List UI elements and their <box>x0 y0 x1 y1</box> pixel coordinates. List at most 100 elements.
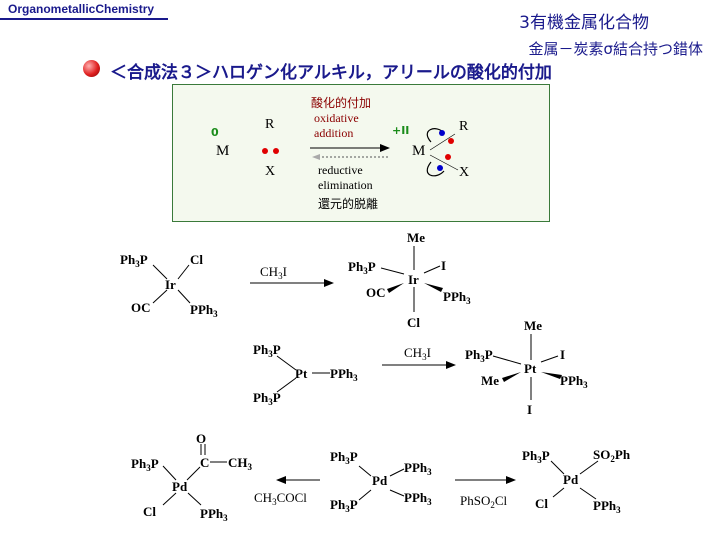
metal-ir: Ir <box>408 272 419 287</box>
bond <box>492 355 522 365</box>
ligand-ph3p: Ph3P <box>253 342 281 359</box>
reductive-elimination-jp: 還元的脱離 <box>318 197 379 211</box>
bond <box>186 466 201 481</box>
wedge-bond <box>424 283 443 292</box>
ligand-ph3p: Ph3P <box>330 449 358 466</box>
oxidation-state-plus2: +II <box>392 124 410 137</box>
oxidative-label: oxidative <box>314 111 359 125</box>
oxidative-addition-jp: 酸化的付加 <box>311 96 372 110</box>
bond <box>540 355 559 363</box>
bond <box>276 355 297 371</box>
reagent-ch3cocl: CH3COCl <box>254 490 307 507</box>
ligand-cl: Cl <box>143 504 156 519</box>
oxidation-state-zero: 0 <box>211 126 219 139</box>
ligand-pph3: PPh3 <box>560 373 588 390</box>
ligand-ph3p: Ph3P <box>465 347 493 364</box>
metal-label-right: M <box>412 143 426 159</box>
ligand-ph3p: Ph3P <box>120 252 148 269</box>
bond <box>389 489 405 497</box>
elimination-label: elimination <box>318 178 373 192</box>
header-text: OrganometallicChemistry <box>8 2 155 16</box>
electron-dot-left-2 <box>273 148 279 154</box>
reverse-arrow-head <box>312 154 320 160</box>
bond <box>423 265 441 274</box>
bond-m-r <box>429 133 456 151</box>
ligand-ph3p: Ph3P <box>348 259 376 276</box>
ligand-oc: OC <box>366 285 386 300</box>
addition-label: addition <box>314 126 354 140</box>
atom-c: C <box>200 455 210 470</box>
arrow-head <box>506 476 516 484</box>
metal-pd: Pd <box>372 473 388 488</box>
ligand-pph3: PPh3 <box>200 506 228 523</box>
ligand-cl: Cl <box>407 315 420 330</box>
metal-label: M <box>216 143 230 159</box>
r-label: R <box>265 117 275 132</box>
ligand-me: Me <box>407 230 426 245</box>
reagent-ch3i: CH3I <box>260 264 287 281</box>
r-label-right: R <box>459 119 469 134</box>
arrow-head <box>446 361 456 369</box>
group-ch3: CH3 <box>228 455 253 472</box>
ligand-pph3: PPh3 <box>404 490 432 507</box>
slide-title: 3有機金属化合物 <box>519 13 649 33</box>
header-underline <box>0 18 168 20</box>
ligand-ph3p: Ph3P <box>131 456 159 473</box>
ligand-ph3p: Ph3P <box>330 497 358 514</box>
reductive-label: reductive <box>318 163 363 177</box>
electron-dot-red-1 <box>448 138 454 144</box>
ligand-me: Me <box>524 318 543 333</box>
bond <box>380 267 405 275</box>
bond <box>152 289 168 304</box>
metal-pt: Pt <box>524 361 537 376</box>
bond <box>162 465 177 481</box>
ligand-ph3p: Ph3P <box>522 448 550 465</box>
electron-dot-blue-1 <box>439 130 445 136</box>
curved-arrow-bottom <box>426 161 445 177</box>
bond <box>187 492 202 506</box>
bond <box>162 492 177 506</box>
wedge-bond <box>387 283 404 293</box>
metal-pd: Pd <box>563 472 579 487</box>
bond <box>579 487 597 500</box>
bond <box>276 377 297 393</box>
atom-o: O <box>196 431 207 446</box>
ligand-pph3: PPh3 <box>443 289 471 306</box>
ligand-pph3: PPh3 <box>330 366 358 383</box>
bond-m-x <box>429 154 459 171</box>
electron-dot-left-1 <box>262 148 268 154</box>
ligand-cl: Cl <box>190 252 203 267</box>
ligand-i: I <box>441 258 447 273</box>
ligand-oc: OC <box>131 300 151 315</box>
arrow-head <box>276 476 286 484</box>
metal-pd: Pd <box>172 479 188 494</box>
ligand-pph3: PPh3 <box>593 498 621 515</box>
bond <box>177 264 190 280</box>
electron-dot-red-2 <box>445 154 451 160</box>
ligand-pph3: PPh3 <box>404 460 432 477</box>
ligand-i: I <box>560 347 566 362</box>
reagent-phso2cl: PhSO2Cl <box>460 493 508 510</box>
mechanism-box <box>172 84 550 222</box>
x-label-right: X <box>459 165 470 180</box>
bond <box>152 264 168 280</box>
arrow-head <box>324 279 334 287</box>
ligand-ph3p: Ph3P <box>253 390 281 407</box>
section-title: ＜合成法３＞ハロゲン化アルキル，アリールの酸化的付加 <box>110 63 552 83</box>
bond <box>177 289 191 304</box>
slide-subtitle: 金属－炭素σ結合持つ錯体 <box>528 40 703 58</box>
forward-arrow-head <box>380 144 390 152</box>
bullet-icon <box>83 60 100 77</box>
electron-dot-blue-2 <box>437 165 443 171</box>
ligand-cl: Cl <box>535 496 548 511</box>
wedge-bond <box>502 372 521 382</box>
metal-pt: Pt <box>295 366 308 381</box>
bond <box>579 460 599 475</box>
bond <box>358 465 372 477</box>
metal-ir: Ir <box>165 277 176 292</box>
ligand-so2ph: SO2Ph <box>593 447 631 464</box>
reagent-ch3i: CH3I <box>404 345 431 362</box>
bond <box>552 487 565 498</box>
bond <box>550 460 565 475</box>
